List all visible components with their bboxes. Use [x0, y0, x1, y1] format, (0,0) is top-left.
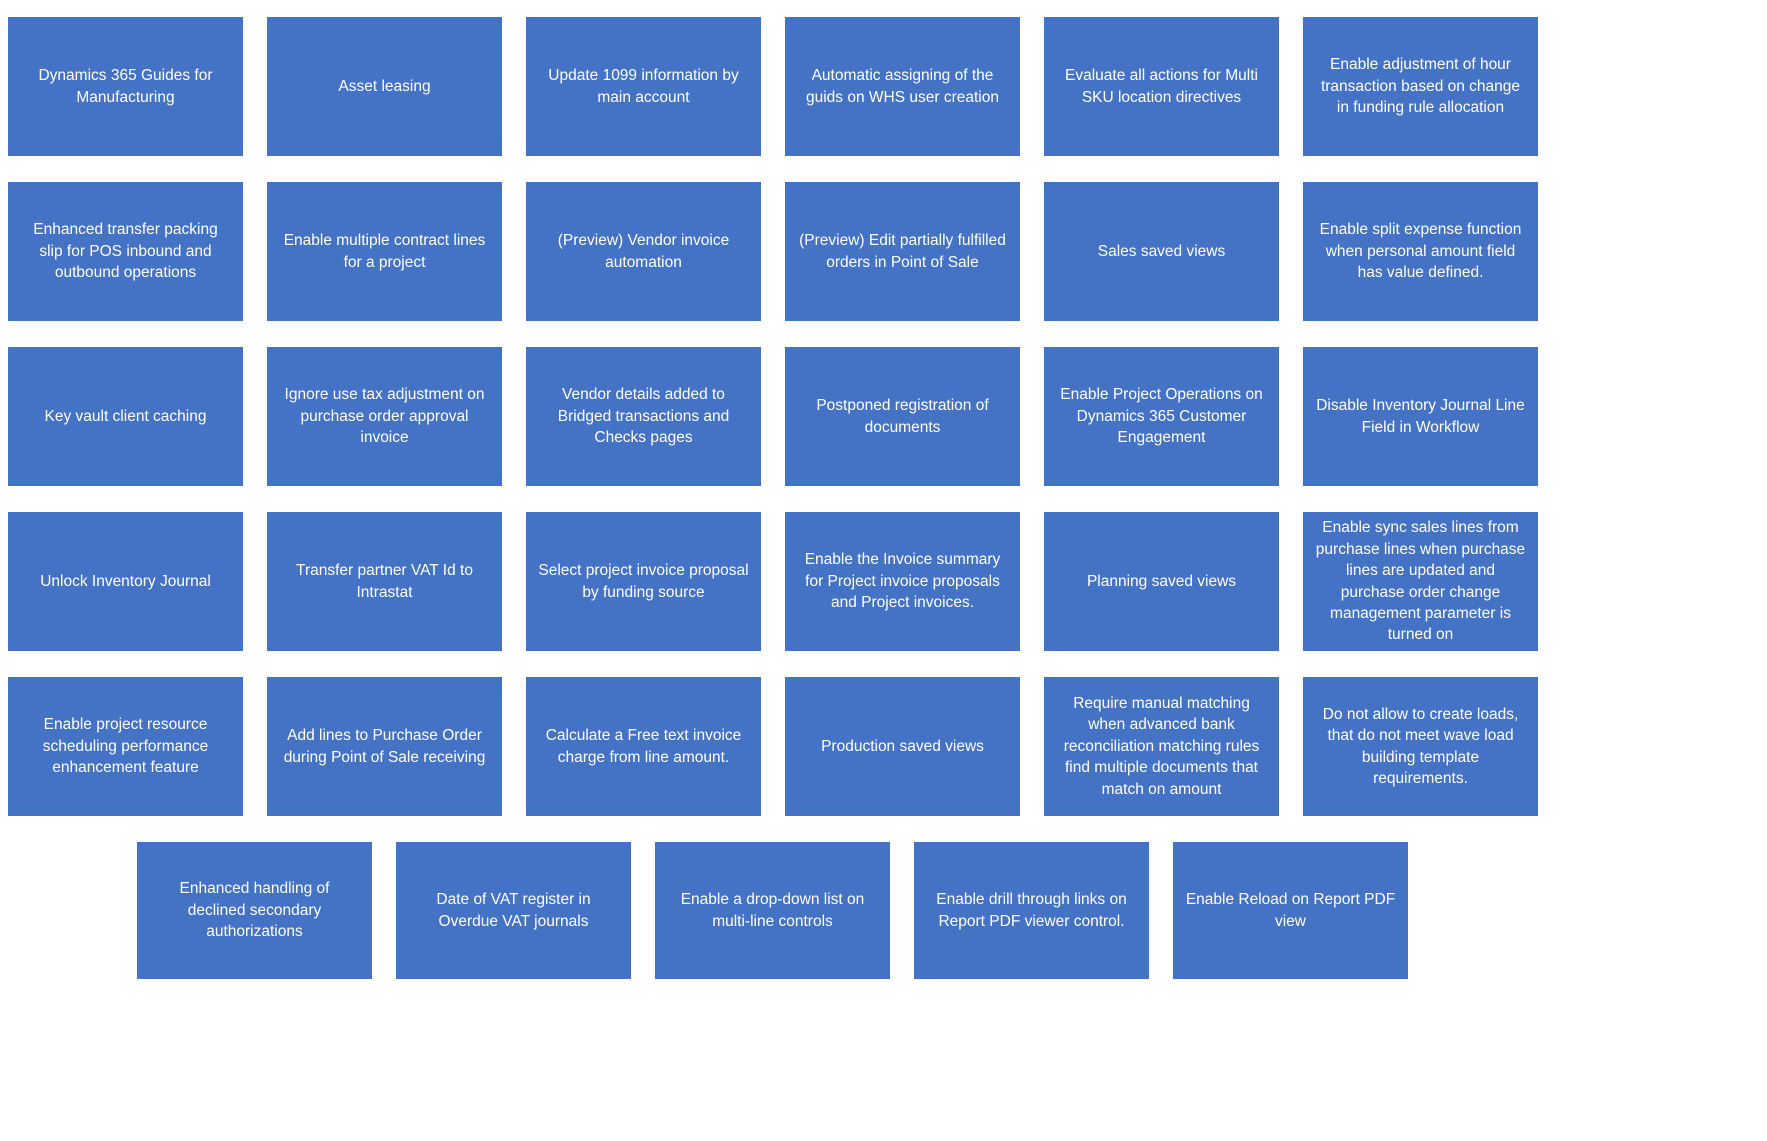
tile: Postponed registration of documents	[785, 347, 1020, 486]
tile: Enable Reload on Report PDF view	[1173, 842, 1408, 979]
tile: Enable adjustment of hour transaction ba…	[1303, 17, 1538, 156]
tile: Enable multiple contract lines for a pro…	[267, 182, 502, 321]
tile: Enable drill through links on Report PDF…	[914, 842, 1149, 979]
tile-row-2: Enhanced transfer packing slip for POS i…	[8, 182, 1767, 321]
tile-row-6: Enhanced handling of declined secondary …	[137, 842, 1767, 979]
tile: Dynamics 365 Guides for Manufacturing	[8, 17, 243, 156]
tile: Enable the Invoice summary for Project i…	[785, 512, 1020, 651]
tile: Vendor details added to Bridged transact…	[526, 347, 761, 486]
tile: Planning saved views	[1044, 512, 1279, 651]
tile: Enable sync sales lines from purchase li…	[1303, 512, 1538, 651]
tile: Enhanced handling of declined secondary …	[137, 842, 372, 979]
tile: Enable split expense function when perso…	[1303, 182, 1538, 321]
tile: Enhanced transfer packing slip for POS i…	[8, 182, 243, 321]
tile: (Preview) Vendor invoice automation	[526, 182, 761, 321]
tile: Require manual matching when advanced ba…	[1044, 677, 1279, 816]
tile: Add lines to Purchase Order during Point…	[267, 677, 502, 816]
tile: Evaluate all actions for Multi SKU locat…	[1044, 17, 1279, 156]
tile: Enable project resource scheduling perfo…	[8, 677, 243, 816]
tile: Calculate a Free text invoice charge fro…	[526, 677, 761, 816]
tile-row-4: Unlock Inventory Journal Transfer partne…	[8, 512, 1767, 651]
tile: Ignore use tax adjustment on purchase or…	[267, 347, 502, 486]
tile: Sales saved views	[1044, 182, 1279, 321]
tile: Asset leasing	[267, 17, 502, 156]
tile: Unlock Inventory Journal	[8, 512, 243, 651]
tile: Enable Project Operations on Dynamics 36…	[1044, 347, 1279, 486]
tile: Automatic assigning of the guids on WHS …	[785, 17, 1020, 156]
tile-row-5: Enable project resource scheduling perfo…	[8, 677, 1767, 816]
tile-row-3: Key vault client caching Ignore use tax …	[8, 347, 1767, 486]
tile: Date of VAT register in Overdue VAT jour…	[396, 842, 631, 979]
tile: Production saved views	[785, 677, 1020, 816]
tile: Select project invoice proposal by fundi…	[526, 512, 761, 651]
tile: Enable a drop-down list on multi-line co…	[655, 842, 890, 979]
tile: Disable Inventory Journal Line Field in …	[1303, 347, 1538, 486]
tile: Key vault client caching	[8, 347, 243, 486]
tile: Do not allow to create loads, that do no…	[1303, 677, 1538, 816]
tile: (Preview) Edit partially fulfilled order…	[785, 182, 1020, 321]
tile: Transfer partner VAT Id to Intrastat	[267, 512, 502, 651]
tile: Update 1099 information by main account	[526, 17, 761, 156]
tile-row-1: Dynamics 365 Guides for Manufacturing As…	[8, 17, 1767, 156]
